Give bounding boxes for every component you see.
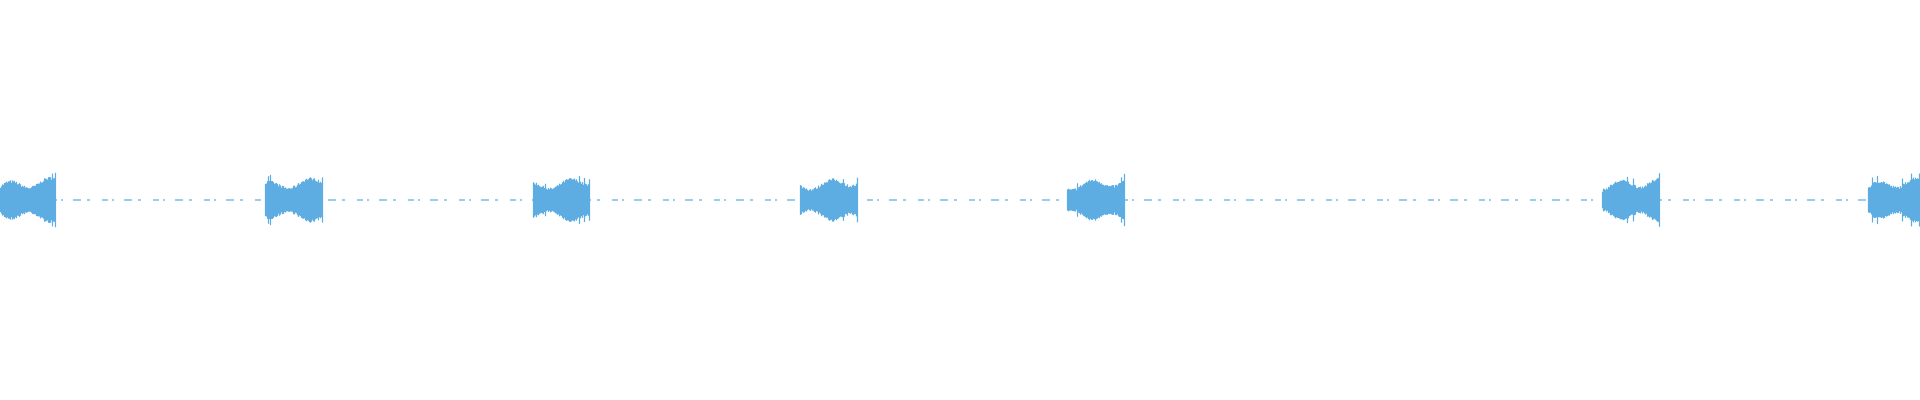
waveform-burst — [799, 177, 859, 223]
waveform-bars — [0, 172, 1920, 228]
waveform-burst — [0, 172, 57, 228]
waveform-burst — [1066, 173, 1126, 227]
waveform-burst — [1867, 173, 1920, 227]
waveform-burst — [1601, 173, 1661, 227]
waveform-burst — [264, 174, 324, 226]
waveform-burst — [532, 176, 591, 224]
